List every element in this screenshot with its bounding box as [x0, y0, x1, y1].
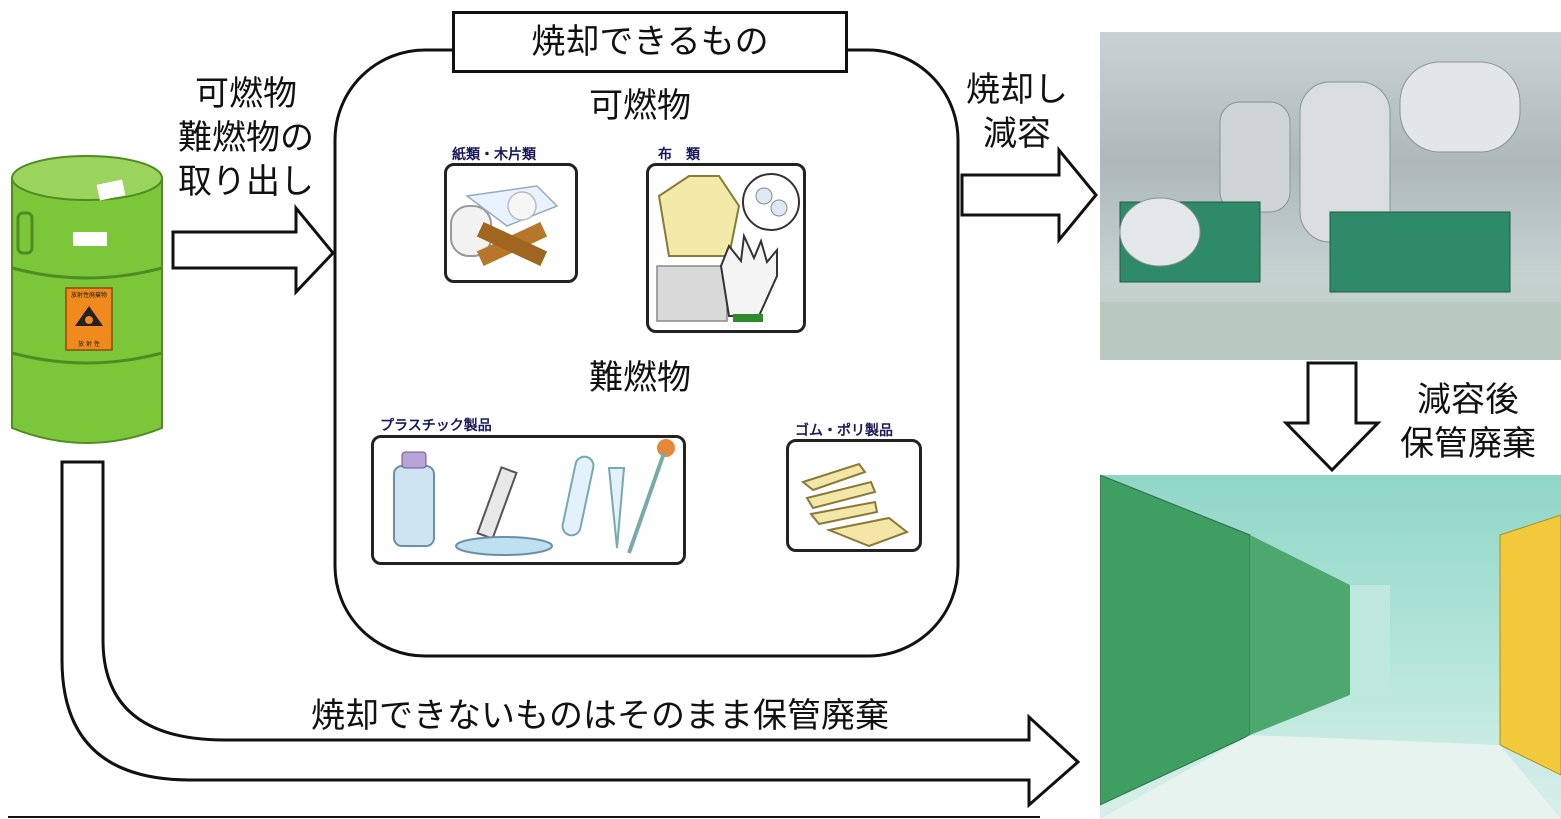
- storage-illustration: [1100, 475, 1561, 819]
- extraction-line-3: 取り出し: [178, 162, 314, 202]
- after-reduction-label: 減容後 保管廃棄: [1388, 378, 1548, 466]
- arrow-direct-storage: [60, 460, 1081, 809]
- incinerable-container: [333, 48, 960, 658]
- plastic-label: プラスチック製品: [380, 418, 492, 434]
- cloth-icon: [656, 173, 800, 322]
- rubber-icon: [800, 462, 910, 548]
- extraction-label: 可燃物 難燃物の 取り出し: [166, 72, 326, 204]
- drum-label-bottom: 放 射 性: [78, 341, 100, 348]
- extraction-line-2: 難燃物の: [178, 118, 314, 158]
- arrow-down-to-storage: [1282, 361, 1382, 473]
- incinerator-photo: [1100, 32, 1561, 360]
- cloth-label: 布 類: [658, 147, 700, 163]
- rubber-box: [786, 439, 922, 552]
- rubber-label: ゴム・ポリ製品: [795, 423, 893, 439]
- incinerable-title-box: 焼却できるもの: [452, 11, 848, 73]
- paper-wood-label: 紙類・木片類: [452, 147, 536, 163]
- paper-wood-box: [444, 163, 578, 283]
- after-reduction-line-2: 保管廃棄: [1400, 424, 1536, 464]
- incinerate-line-1: 焼却し: [966, 70, 1068, 110]
- incinerable-title: 焼却できるもの: [531, 22, 769, 62]
- paper-wood-icon: [450, 185, 559, 267]
- cloth-box: [646, 163, 806, 333]
- incinerate-line-2: 減容: [983, 114, 1051, 154]
- storage-photo: [1100, 475, 1561, 819]
- drum-icon: [11, 155, 163, 444]
- incinerate-label: 焼却し 減容: [962, 68, 1072, 156]
- plastic-icon: [393, 439, 675, 556]
- arrow-to-incinerable: [171, 203, 336, 296]
- after-reduction-line-1: 減容後: [1417, 380, 1519, 420]
- plastic-box: [371, 435, 686, 565]
- waste-drum: 放射性廃棄物 放 射 性: [8, 148, 166, 458]
- combustible-heading: 可燃物: [589, 86, 691, 126]
- drum-label-top: 放射性廃棄物: [70, 292, 107, 299]
- extraction-line-1: 可燃物: [195, 74, 297, 114]
- flame-retardant-heading: 難燃物: [589, 358, 691, 398]
- direct-storage-label: 焼却できないものはそのまま保管廃棄: [311, 696, 889, 736]
- arrow-to-incinerator: [960, 145, 1098, 245]
- incinerator-illustration: [1100, 61, 1561, 360]
